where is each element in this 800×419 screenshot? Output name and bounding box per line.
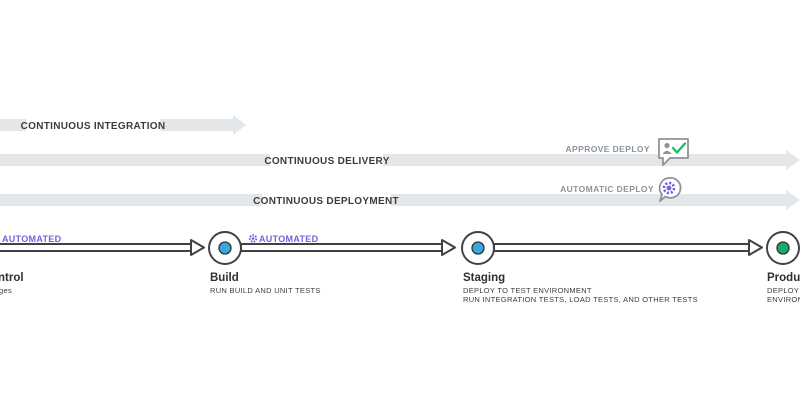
deployment-band-arrowhead (786, 190, 800, 210)
pipeline-arrow-3 (493, 239, 763, 256)
source-control-title: ntrol (0, 272, 24, 284)
integration-band-right (160, 119, 234, 131)
automated-text-1: AUTOMATED (2, 234, 62, 244)
deployment-band-right (391, 194, 787, 206)
staging-node (461, 231, 495, 265)
production-node (766, 231, 800, 265)
production-stage: Produ DEPLOY T ENVIRON (767, 272, 800, 304)
source-control-stage: ntrol ges (0, 272, 24, 295)
automated-label-2: AUTOMATED (248, 234, 319, 244)
staging-desc-2: RUN INTEGRATION TESTS, LOAD TESTS, AND O… (463, 295, 698, 304)
continuous-integration-band: CONTINUOUS INTEGRATION (0, 115, 246, 135)
approve-deploy-icon (658, 138, 689, 166)
delivery-band-arrowhead (786, 150, 800, 170)
integration-band-arrowhead (233, 115, 246, 135)
staging-title: Staging (463, 272, 505, 284)
staging-stage: Staging DEPLOY TO TEST ENVIRONMENT RUN I… (463, 272, 698, 304)
staging-desc-1: DEPLOY TO TEST ENVIRONMENT (463, 286, 592, 295)
production-desc-1: DEPLOY T (767, 286, 800, 295)
build-desc: RUN BUILD AND UNIT TESTS (210, 286, 321, 295)
production-desc-2: ENVIRON (767, 295, 800, 304)
integration-band-left (0, 119, 26, 131)
delivery-band-right (383, 154, 787, 166)
build-title: Build (210, 272, 239, 284)
gear-icon (248, 234, 258, 243)
deployment-band-left (0, 194, 262, 206)
automated-text-2: AUTOMATED (259, 234, 319, 244)
source-control-desc: ges (0, 286, 12, 295)
production-title: Produ (767, 272, 800, 284)
continuous-deployment-band: CONTINUOUS DEPLOYMENT (0, 190, 800, 210)
continuous-integration-label: CONTINUOUS INTEGRATION (21, 121, 166, 132)
automatic-deploy-label: AUTOMATIC DEPLOY (560, 184, 654, 194)
continuous-delivery-label: CONTINUOUS DELIVERY (264, 156, 389, 167)
delivery-band-left (0, 154, 270, 166)
approve-deploy-label: APPROVE DEPLOY (566, 144, 650, 154)
pipeline-arrow-1 (0, 239, 205, 256)
build-stage: Build RUN BUILD AND UNIT TESTS (210, 272, 321, 295)
continuous-deployment-label: CONTINUOUS DEPLOYMENT (253, 196, 399, 207)
build-node (208, 231, 242, 265)
automatic-deploy-icon (658, 177, 682, 202)
automated-label-1: AUTOMATED (2, 234, 62, 244)
